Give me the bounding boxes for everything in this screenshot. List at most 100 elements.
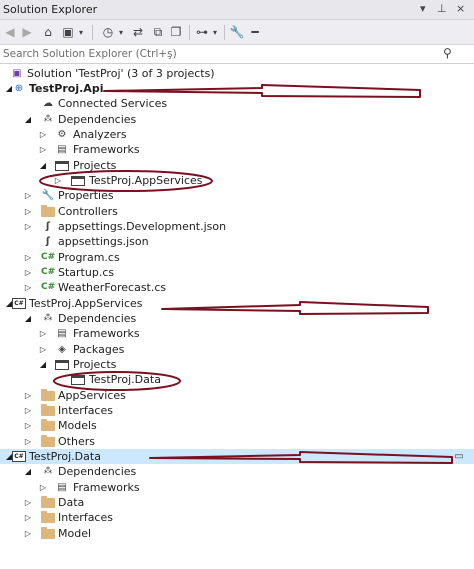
pin-icon[interactable]: ⊥ (437, 2, 447, 15)
collapsed-arrow-icon[interactable]: ▷ (24, 253, 32, 262)
tree-item-folder-interfaces[interactable]: ▷ Interfaces (0, 403, 474, 418)
tree-item-appsettings[interactable]: ʃ appsettings.json (0, 234, 474, 249)
expanded-arrow-icon[interactable]: ◢ (5, 452, 13, 461)
show-all-files-icon[interactable]: ❐ (170, 25, 182, 39)
tree-item-label: Properties (58, 189, 114, 202)
collapsed-arrow-icon[interactable]: ▷ (24, 391, 32, 400)
tree-item-label: TestProj.AppServices (29, 297, 143, 310)
tree-item-projects[interactable]: ◢ Projects (0, 357, 474, 372)
collapsed-arrow-icon[interactable]: ▷ (24, 207, 32, 216)
tree-item-label: Interfaces (58, 511, 113, 524)
collapse-all-icon[interactable]: ⧉ (153, 25, 163, 39)
collapsed-arrow-icon[interactable]: ▷ (39, 329, 47, 338)
dropdown-icon[interactable]: ▾ (78, 28, 83, 37)
tree-item-label: Dependencies (58, 465, 137, 478)
tree-item-label: appsettings.Development.json (58, 220, 227, 233)
expanded-arrow-icon[interactable]: ◢ (24, 314, 32, 323)
expanded-arrow-icon[interactable]: ◢ (39, 161, 47, 170)
tree-item-label: Dependencies (58, 312, 137, 325)
forward-icon[interactable]: ▶ (22, 25, 32, 39)
preview-icon[interactable]: ⊶ (196, 25, 208, 39)
window-title: Solution Explorer (3, 3, 98, 16)
tree-item-api-project[interactable]: ◢ ⊕ TestProj.Api (0, 81, 474, 96)
properties-icon: 🔧 (41, 190, 55, 201)
tree-item-folder-model[interactable]: ▷ Model (0, 526, 474, 541)
sync-icon[interactable]: ⇄ (132, 25, 144, 39)
tree-item-frameworks[interactable]: ▷ ▤ Frameworks (0, 326, 474, 341)
tree-item-analyzers[interactable]: ▷ ⚙ Analyzers (0, 127, 474, 142)
expanded-arrow-icon[interactable]: ◢ (24, 467, 32, 476)
tree-item-folder-others[interactable]: ▷ Others (0, 434, 474, 449)
tree-item-dependencies[interactable]: ◢ ⁂ Dependencies (0, 464, 474, 479)
tree-item-solution[interactable]: ▣ Solution 'TestProj' (3 of 3 projects) (0, 66, 474, 81)
tree-item-frameworks[interactable]: ▷ ▤ Frameworks (0, 142, 474, 157)
tree-item-label: TestProj.AppServices (89, 174, 203, 187)
search-input[interactable] (3, 47, 433, 61)
tree-item-appsettings-development[interactable]: ▷ ʃ appsettings.Development.json (0, 219, 474, 234)
tree-item-program[interactable]: ▷ C# Program.cs (0, 250, 474, 265)
collapsed-arrow-icon[interactable]: ▷ (39, 345, 47, 354)
tree-item-packages[interactable]: ▷ ◈ Packages (0, 342, 474, 357)
tree-item-data-project[interactable]: ◢ C# TestProj.Data ▭ (0, 449, 474, 464)
dependencies-icon: ⁂ (43, 466, 53, 476)
tree-item-folder-appservices[interactable]: ▷ AppServices (0, 388, 474, 403)
collapsed-arrow-icon[interactable]: ▷ (39, 145, 47, 154)
tree-item-projects[interactable]: ◢ Projects (0, 158, 474, 173)
web-project-icon: ⊕ (14, 83, 24, 94)
minus-icon[interactable]: ━ (251, 25, 259, 39)
dropdown-icon[interactable]: ▾ (420, 2, 426, 15)
preview-icon[interactable]: ▭ (454, 451, 464, 462)
tree-item-weatherforecast[interactable]: ▷ C# WeatherForecast.cs (0, 280, 474, 295)
tree-item-properties[interactable]: ▷ 🔧 Properties (0, 188, 474, 203)
expanded-arrow-icon[interactable]: ◢ (5, 299, 13, 308)
collapsed-arrow-icon[interactable]: ▷ (24, 513, 32, 522)
tree-item-frameworks[interactable]: ▷ ▤ Frameworks (0, 480, 474, 495)
collapsed-arrow-icon[interactable]: ▷ (24, 191, 32, 200)
collapsed-arrow-icon[interactable]: ▷ (39, 483, 47, 492)
tree-item-project-ref-appservices[interactable]: ▷ TestProj.AppServices (0, 173, 474, 188)
tree-item-appservices-project[interactable]: ◢ C# TestProj.AppServices (0, 296, 474, 311)
collapsed-arrow-icon[interactable]: ▷ (39, 130, 47, 139)
tree-item-folder-interfaces[interactable]: ▷ Interfaces (0, 510, 474, 525)
tree-item-startup[interactable]: ▷ C# Startup.cs (0, 265, 474, 280)
collapsed-arrow-icon[interactable]: ▷ (24, 268, 32, 277)
properties-icon[interactable]: 🔧 (229, 25, 245, 39)
frameworks-icon: ▤ (57, 328, 67, 339)
home-icon[interactable]: ⌂ (44, 25, 52, 39)
tree-item-dependencies[interactable]: ◢ ⁂ Dependencies (0, 311, 474, 326)
tree-item-label: Controllers (58, 205, 118, 218)
tree-item-controllers[interactable]: ▷ Controllers (0, 204, 474, 219)
back-icon[interactable]: ◀ (5, 25, 15, 39)
collapsed-arrow-icon[interactable]: ▷ (24, 406, 32, 415)
toolbar-separator (224, 25, 225, 40)
expanded-arrow-icon[interactable]: ◢ (5, 84, 13, 93)
expanded-arrow-icon[interactable]: ◢ (24, 115, 32, 124)
dropdown-icon[interactable]: ▾ (118, 28, 123, 37)
collapsed-arrow-icon[interactable]: ▷ (24, 498, 32, 507)
dependencies-icon: ⁂ (43, 114, 53, 124)
switch-views-icon[interactable]: ▣ (62, 25, 74, 39)
collapsed-arrow-icon[interactable]: ▷ (24, 222, 32, 231)
tree-item-project-ref-data[interactable]: TestProj.Data (0, 372, 474, 387)
tree-item-connected-services[interactable]: ☁ Connected Services (0, 96, 474, 111)
folder-icon (41, 511, 55, 523)
tree-item-label: Interfaces (58, 404, 113, 417)
collapsed-arrow-icon[interactable]: ▷ (24, 421, 32, 430)
collapsed-arrow-icon[interactable]: ▷ (24, 437, 32, 446)
collapsed-arrow-icon[interactable]: ▷ (54, 176, 62, 185)
tree-item-label: Projects (73, 159, 117, 172)
folder-icon (41, 435, 55, 447)
collapsed-arrow-icon[interactable]: ▷ (24, 529, 32, 538)
json-file-icon: ʃ (45, 221, 51, 232)
search-icon[interactable]: ⚲ (443, 46, 452, 60)
tree-item-folder-models[interactable]: ▷ Models (0, 418, 474, 433)
tree-item-dependencies[interactable]: ◢ ⁂ Dependencies (0, 112, 474, 127)
expanded-arrow-icon[interactable]: ◢ (39, 360, 47, 369)
tree-item-folder-data[interactable]: ▷ Data (0, 495, 474, 510)
dropdown-icon[interactable]: ▾ (212, 28, 217, 37)
tree-item-label: Frameworks (73, 481, 140, 494)
folder-icon (41, 419, 55, 431)
collapsed-arrow-icon[interactable]: ▷ (24, 283, 32, 292)
pending-changes-icon[interactable]: ◷ (102, 25, 114, 39)
close-button[interactable]: × (456, 2, 466, 15)
